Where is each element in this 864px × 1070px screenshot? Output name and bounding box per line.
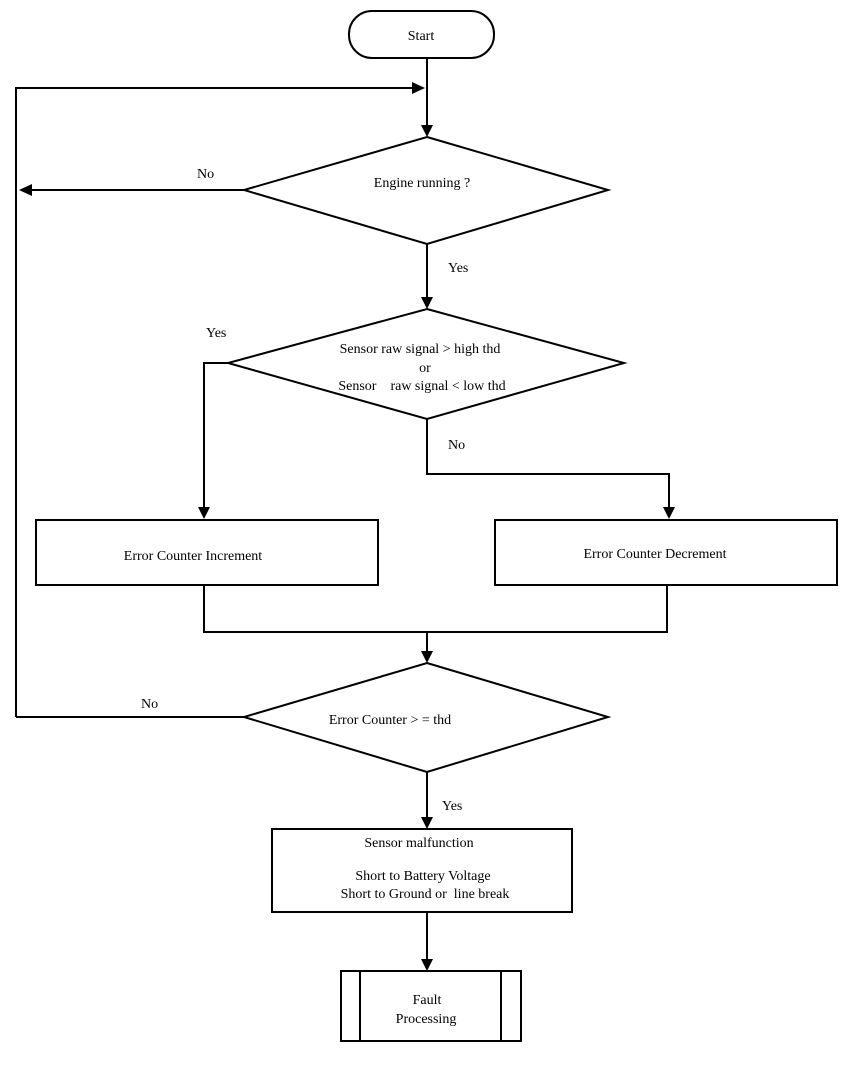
edge-sensor-yes xyxy=(203,362,228,508)
edge-loop-back xyxy=(15,87,412,717)
fault-processing-line1: Fault xyxy=(413,993,442,1008)
sensor-yes-label: Yes xyxy=(206,326,226,341)
malfunction-line1: Short to Battery Voltage xyxy=(355,869,490,884)
sensor-check-line1: Sensor raw signal > high thd xyxy=(340,342,501,357)
counter-no-label: No xyxy=(141,697,158,712)
arrowhead-counter-yes xyxy=(421,817,433,829)
engine-no-label: No xyxy=(197,167,214,182)
arrowhead-fault xyxy=(421,959,433,971)
start-node xyxy=(348,10,495,59)
sensor-check-line2: or xyxy=(419,361,431,376)
edge-sensor-no xyxy=(426,419,670,508)
counter-decrement-box xyxy=(494,519,838,586)
fault-processing-line2: Processing xyxy=(396,1012,457,1027)
malfunction-box xyxy=(271,828,573,913)
engine-yes-label: Yes xyxy=(448,261,468,276)
counter-decrement-label: Error Counter Decrement xyxy=(583,547,726,562)
arrowhead-sensor-yes xyxy=(198,507,210,519)
malfunction-line2: Short to Ground or line break xyxy=(341,887,510,902)
sensor-no-label: No xyxy=(448,438,465,453)
malfunction-title: Sensor malfunction xyxy=(364,836,473,851)
sensor-check-line3: Sensor raw signal < low thd xyxy=(338,379,505,394)
arrowhead-engine-no xyxy=(19,184,32,196)
arrowhead-sensor-no xyxy=(663,507,675,519)
counter-check-label: Error Counter > = thd xyxy=(329,713,451,728)
engine-running-label: Engine running ? xyxy=(374,176,470,191)
arrowhead-loop-back xyxy=(412,82,425,94)
edge-merge-counters xyxy=(203,585,668,633)
arrowhead-engine-yes xyxy=(421,297,433,309)
start-label: Start xyxy=(408,29,435,44)
fault-processing-box xyxy=(340,970,522,1042)
arrowhead-merge xyxy=(421,651,433,663)
counter-increment-label: Error Counter Increment xyxy=(124,549,262,564)
counter-increment-box xyxy=(35,519,379,586)
arrowhead-start-engine xyxy=(421,125,433,137)
counter-yes-label: Yes xyxy=(442,799,462,814)
